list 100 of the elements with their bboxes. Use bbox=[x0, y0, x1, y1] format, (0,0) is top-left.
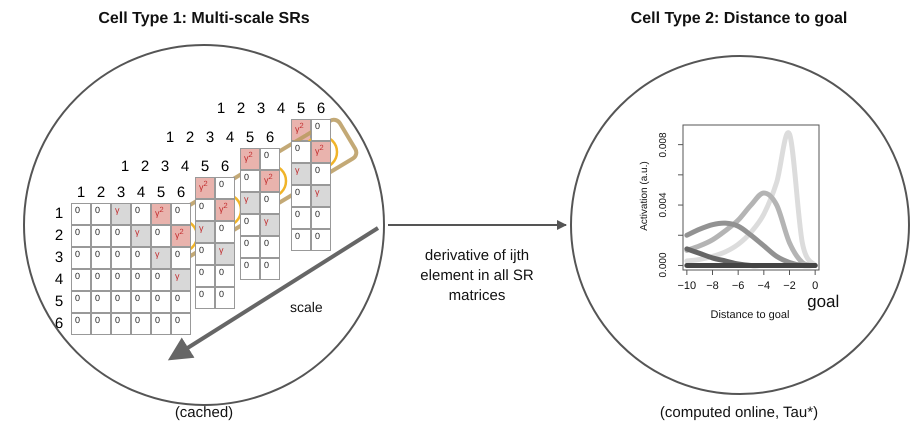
matrix-cell: 0 bbox=[260, 258, 280, 280]
matrix-cell: γ$^{2}$ bbox=[195, 177, 215, 199]
matrix-cell: 0 bbox=[111, 291, 131, 313]
matrix-cell: 0 bbox=[195, 243, 215, 265]
panel-caption: (cached) bbox=[174, 404, 234, 421]
matrix-cell: γ bbox=[291, 163, 311, 185]
column-number: 3 bbox=[160, 158, 170, 175]
row-number: 3 bbox=[54, 249, 64, 266]
matrix-cell: γ bbox=[171, 269, 191, 291]
column-number: 4 bbox=[180, 158, 190, 175]
column-number: 2 bbox=[184, 129, 196, 146]
row-number: 6 bbox=[54, 315, 64, 332]
matrix-cell: γ bbox=[151, 247, 171, 269]
matrix-cell: 0 bbox=[71, 291, 91, 313]
matrix-cell: 0 bbox=[151, 313, 171, 335]
matrix-cell: 0 bbox=[151, 225, 171, 247]
matrix-cell: 0 bbox=[91, 291, 111, 313]
matrix-cell: γ bbox=[240, 192, 260, 214]
matrix-cell: 0 bbox=[171, 203, 191, 225]
matrix-cell: γ$^{2}$ bbox=[215, 199, 235, 221]
matrix-cell: 0 bbox=[91, 313, 111, 335]
matrix-cell: 0 bbox=[215, 177, 235, 199]
column-number: 2 bbox=[140, 158, 150, 175]
column-number: 5 bbox=[200, 158, 210, 175]
panel-heading: Cell Type 1: Multi-scale SRs bbox=[97, 10, 311, 28]
matrix-cell: 0 bbox=[71, 313, 91, 335]
matrix-cell: 0 bbox=[311, 119, 331, 141]
matrix-cell: 0 bbox=[111, 313, 131, 335]
matrix-cell: 0 bbox=[131, 291, 151, 313]
matrix-cell: 0 bbox=[131, 247, 151, 269]
matrix-cell: 0 bbox=[71, 247, 91, 269]
matrix-cell: γ bbox=[260, 214, 280, 236]
tick-label: −10 bbox=[676, 280, 698, 292]
matrix-cell: 0 bbox=[215, 265, 235, 287]
axis-label: scale bbox=[290, 299, 323, 315]
matrix-cell: γ bbox=[215, 243, 235, 265]
tick-label: −4 bbox=[756, 280, 772, 292]
matrix-cell: 0 bbox=[240, 214, 260, 236]
tick-label: −6 bbox=[730, 280, 746, 292]
matrix-cell: 0 bbox=[91, 247, 111, 269]
column-number: 1 bbox=[164, 129, 176, 146]
tick-label: 0 bbox=[811, 280, 820, 292]
matrix-cell: γ$^{2}$ bbox=[171, 225, 191, 247]
matrix-cell: γ$^{2}$ bbox=[311, 141, 331, 163]
column-number: 6 bbox=[220, 158, 230, 175]
tick-label: −8 bbox=[705, 280, 720, 292]
matrix-cell: 0 bbox=[311, 229, 331, 251]
row-number: 4 bbox=[54, 271, 64, 288]
matrix-cell: 0 bbox=[240, 258, 260, 280]
matrix-cell: 0 bbox=[240, 170, 260, 192]
panel-caption: (computed online, Tau*) bbox=[658, 404, 820, 421]
column-number: 4 bbox=[136, 184, 146, 201]
row-number: 2 bbox=[54, 227, 64, 244]
matrix-cell: 0 bbox=[111, 225, 131, 247]
column-number: 5 bbox=[244, 129, 256, 146]
matrix-cell: 0 bbox=[131, 269, 151, 291]
matrix-cell: 0 bbox=[91, 225, 111, 247]
matrix-cell: 0 bbox=[111, 269, 131, 291]
matrix-cell: 0 bbox=[171, 313, 191, 335]
matrix-cell: 0 bbox=[260, 192, 280, 214]
column-number: 6 bbox=[264, 129, 276, 146]
matrix-cell: 0 bbox=[215, 287, 235, 309]
chart-annotation: goal bbox=[807, 292, 840, 312]
column-number: 1 bbox=[120, 158, 130, 175]
matrix-cell: 0 bbox=[71, 269, 91, 291]
matrix-cell: 0 bbox=[195, 265, 215, 287]
column-number: 6 bbox=[176, 184, 186, 201]
row-number: 5 bbox=[54, 293, 64, 310]
matrix-cell: 0 bbox=[311, 207, 331, 229]
matrix-cell: 0 bbox=[291, 207, 311, 229]
tick-label: 0.000 bbox=[658, 252, 670, 280]
matrix-cell: 0 bbox=[291, 185, 311, 207]
column-number: 3 bbox=[256, 100, 266, 117]
matrix-cell: 0 bbox=[71, 203, 91, 225]
matrix-cell: 0 bbox=[195, 199, 215, 221]
matrix-cell: 0 bbox=[291, 229, 311, 251]
matrix-cell: 0 bbox=[291, 141, 311, 163]
arrow bbox=[388, 220, 567, 230]
column-number: 2 bbox=[236, 100, 246, 117]
matrix-cell: 0 bbox=[260, 236, 280, 258]
row-number: 1 bbox=[54, 205, 64, 222]
panel-heading: Cell Type 2: Distance to goal bbox=[630, 10, 848, 28]
matrix-cell: 0 bbox=[111, 247, 131, 269]
matrix-cell: γ bbox=[131, 225, 151, 247]
matrix-cell: 0 bbox=[91, 269, 111, 291]
tick-label: −2 bbox=[782, 280, 797, 292]
matrix-cell: 0 bbox=[71, 225, 91, 247]
tick-label: 0.004 bbox=[658, 192, 670, 220]
column-number: 3 bbox=[116, 184, 126, 201]
column-number: 1 bbox=[216, 100, 226, 117]
axis-title: Activation (a.u.) bbox=[639, 160, 651, 233]
matrix-cell: 0 bbox=[151, 291, 171, 313]
column-number: 1 bbox=[76, 184, 86, 201]
column-number: 4 bbox=[276, 100, 286, 117]
column-number: 4 bbox=[224, 129, 236, 146]
column-number: 6 bbox=[316, 100, 326, 117]
matrix-cell: 0 bbox=[131, 313, 151, 335]
matrix-cell: 0 bbox=[171, 291, 191, 313]
axis-title: Distance to goal bbox=[710, 309, 790, 321]
matrix-cell: γ$^{2}$ bbox=[151, 203, 171, 225]
